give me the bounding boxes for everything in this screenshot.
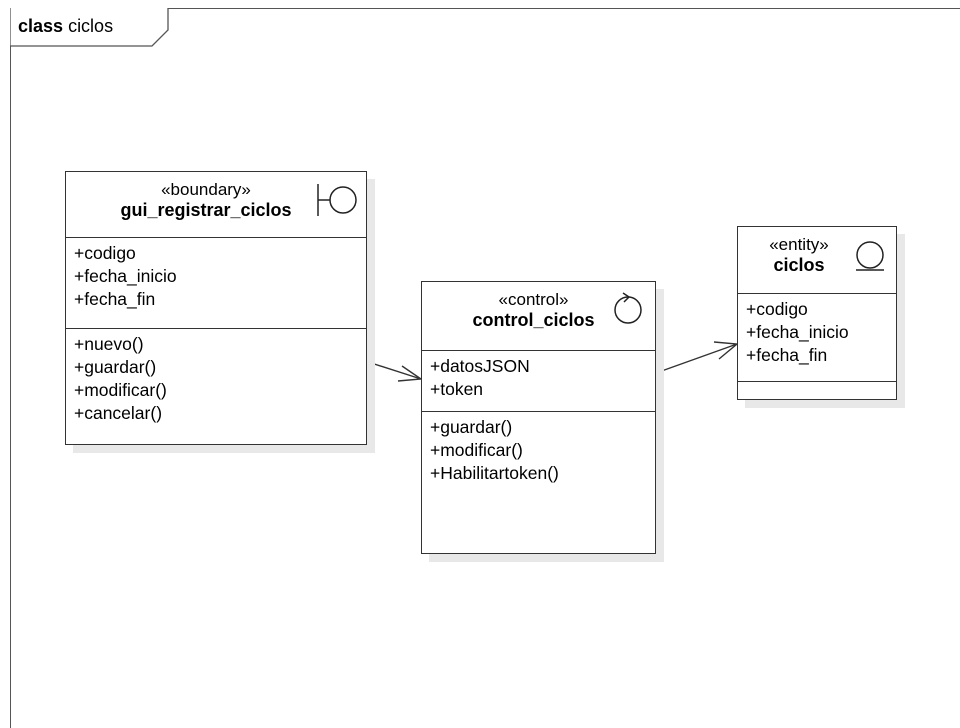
class-header: «entity» ciclos (738, 227, 896, 294)
class-header: «control» control_ciclos (422, 282, 655, 351)
class-name: gui_registrar_ciclos (120, 200, 292, 220)
operation-row: +guardar() (74, 357, 157, 377)
class-ciclos[interactable]: «entity» ciclos +codigo +fecha_inicio +f… (737, 226, 897, 400)
operations-compartment: +guardar() +modificar() +Habilitartoken(… (422, 412, 655, 552)
class-name: control_ciclos (472, 310, 595, 330)
attribute-row: +fecha_fin (746, 345, 828, 365)
entity-icon (856, 241, 884, 271)
stereotype-label: «boundary» (161, 180, 251, 199)
control-icon (614, 292, 642, 324)
attribute-row: +fecha_inicio (746, 322, 849, 342)
class-header: «boundary» gui_registrar_ciclos (66, 172, 366, 238)
frame-name: ciclos (68, 16, 114, 36)
class-control-ciclos[interactable]: «control» control_ciclos +datosJSON +tok… (421, 281, 656, 554)
arrowhead-gui-to-control (397, 365, 424, 382)
attributes-compartment: +codigo +fecha_inicio +fecha_fin (738, 294, 896, 382)
frame-label: class ciclos (18, 16, 113, 37)
attribute-row: +codigo (746, 299, 808, 319)
operation-row: +cancelar() (74, 403, 163, 423)
attribute-row: +fecha_fin (74, 289, 156, 309)
class-gui-registrar-ciclos[interactable]: «boundary» gui_registrar_ciclos +codigo … (65, 171, 367, 445)
attributes-compartment: +datosJSON +token (422, 351, 655, 412)
operations-compartment (738, 382, 896, 398)
diagram-frame (10, 8, 960, 728)
operation-row: +modificar() (74, 380, 167, 400)
stereotype-label: «control» (498, 290, 569, 309)
operation-row: +modificar() (430, 440, 523, 460)
association-control-to-entity (655, 343, 738, 374)
attribute-row: +token (430, 379, 484, 399)
attributes-compartment: +codigo +fecha_inicio +fecha_fin (66, 238, 366, 329)
class-name: ciclos (773, 255, 825, 275)
stereotype-label: «entity» (769, 235, 829, 254)
boundary-icon (317, 184, 357, 216)
operation-row: +nuevo() (74, 334, 144, 354)
operations-compartment: +nuevo() +guardar() +modificar() +cancel… (66, 329, 366, 441)
association-gui-to-control (367, 361, 422, 380)
attribute-row: +codigo (74, 243, 136, 263)
operation-row: +guardar() (430, 417, 513, 437)
attribute-row: +datosJSON (430, 356, 530, 376)
attribute-row: +fecha_inicio (74, 266, 177, 286)
frame-keyword: class (18, 16, 64, 36)
operation-row: +Habilitartoken() (430, 463, 559, 483)
frame-tab (10, 8, 169, 47)
